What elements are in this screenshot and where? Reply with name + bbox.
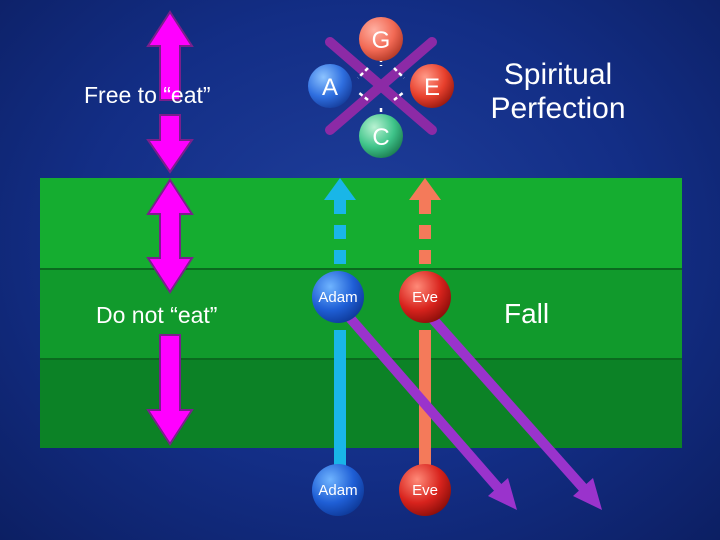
eve-growth-label: Eve [412,289,438,306]
adam-growth-label: Adam [318,289,357,306]
growth-band-top [40,178,682,268]
four-position-cross [325,37,437,135]
e-circle [410,64,454,108]
eve-fallen-circle [399,464,451,516]
e-circle-label: E [424,74,440,101]
a-circle [308,64,352,108]
fall-label: Fall [504,298,550,329]
magenta-double-arrow-upper [146,178,194,294]
do-not-eat-label: Do not “eat” [96,302,218,328]
free-to-eat-label: Free to “eat” [84,82,211,108]
eve-fallen-label: Eve [412,482,438,499]
spiritual-perfection-label: Spiritual Perfection [490,58,626,125]
adam-fallen-circle [312,464,364,516]
eve-growth-circle [399,271,451,323]
adam-fallen-label: Adam [318,482,357,499]
magenta-down-arrow [146,114,194,174]
magenta-up-arrow [146,10,194,101]
g-circle [359,17,403,61]
c-circle [359,114,403,158]
c-circle-label: C [372,124,389,151]
adam-growth-line [334,330,346,470]
growth-band-middle [40,270,682,358]
eve-fall-arrow [428,314,602,510]
a-circle-label: A [322,74,338,101]
adam-growth-circle [312,271,364,323]
g-circle-label: G [372,27,391,54]
growth-band-bottom [40,360,682,448]
magenta-double-arrow-lower [146,334,194,446]
adam-fall-arrow [346,314,517,510]
